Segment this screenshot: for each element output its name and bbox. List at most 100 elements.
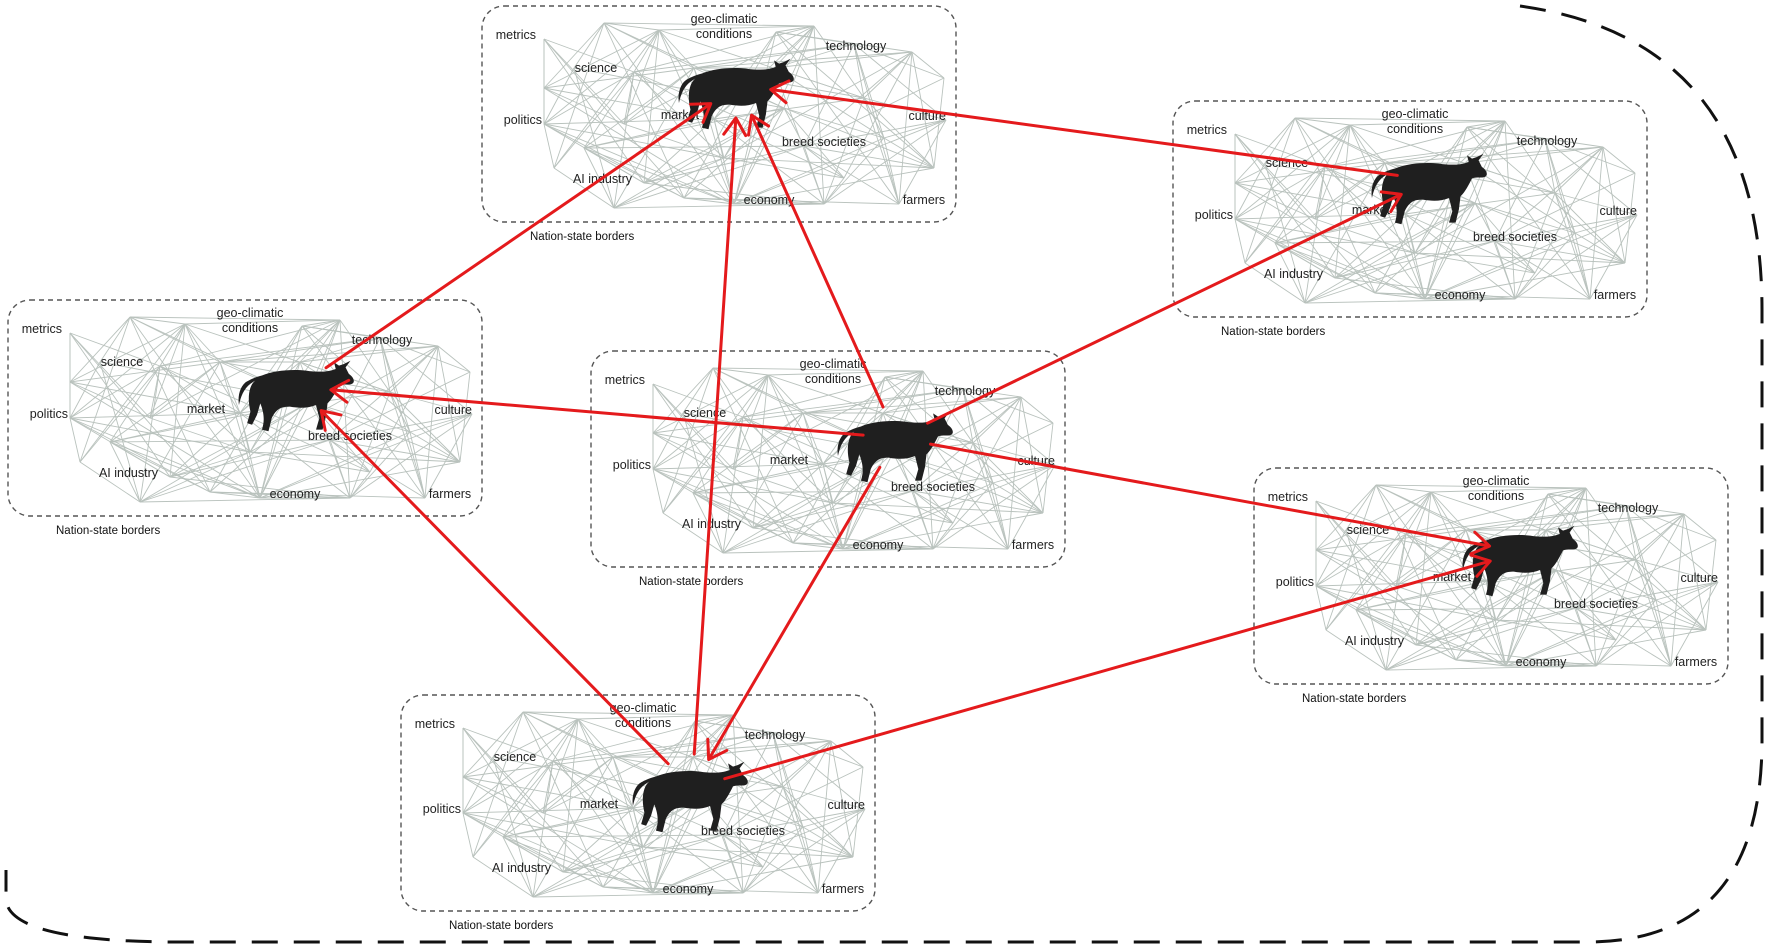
- term-breed: breed societies: [1473, 230, 1557, 244]
- web-link: [1554, 192, 1638, 216]
- web-link: [1007, 464, 1056, 550]
- arrow-icon: [928, 442, 1492, 556]
- web-link: [552, 760, 724, 836]
- web-link: [1574, 214, 1638, 234]
- web-link: [852, 766, 864, 858]
- web-link: [462, 727, 554, 762]
- web-link: [863, 97, 900, 205]
- web-link: [972, 442, 1056, 466]
- web-link: [853, 43, 885, 139]
- web-link: [932, 442, 974, 550]
- web-link: [642, 846, 854, 858]
- web-link: [972, 396, 1022, 444]
- web-link: [1234, 124, 1351, 184]
- bull-icon: [238, 360, 354, 432]
- web-link: [1683, 513, 1717, 541]
- web-link: [1349, 124, 1386, 164]
- web-link: [492, 711, 524, 758]
- web-link: [1374, 292, 1426, 300]
- nation-panel-top-center: metricsgeo-climaticconditionstechnologys…: [481, 5, 957, 243]
- web-link: [742, 416, 834, 504]
- web-link: [603, 22, 815, 27]
- web-link: [623, 123, 725, 159]
- web-link: [898, 119, 947, 205]
- nation-state-border: [1172, 100, 1648, 318]
- web-link: [99, 361, 141, 503]
- web-link: [462, 776, 544, 814]
- web-link: [992, 482, 1009, 550]
- web-link: [1494, 172, 1636, 242]
- web-link: [532, 796, 704, 898]
- outer-border: [4, 4, 1764, 944]
- web-link: [502, 836, 654, 894]
- web-link: [1544, 138, 1636, 174]
- web-link: [462, 756, 494, 814]
- web-link: [712, 367, 769, 376]
- web-link: [542, 718, 579, 814]
- web-link: [1465, 513, 1685, 531]
- term-technology: technology: [935, 384, 996, 398]
- web-link: [1547, 493, 1707, 631]
- web-link: [1244, 166, 1326, 264]
- web-link: [1505, 581, 1719, 667]
- web-link: [702, 796, 854, 858]
- web-link: [1234, 218, 1246, 264]
- web-link: [562, 807, 634, 873]
- web-link: [882, 396, 1022, 414]
- bull-silhouette: [837, 411, 953, 483]
- web-link: [459, 371, 471, 463]
- web-link: [752, 374, 769, 529]
- web-link: [643, 29, 660, 184]
- web-link: [883, 119, 947, 139]
- web-link: [1474, 202, 1576, 234]
- web-link: [603, 22, 735, 205]
- web-link: [1314, 124, 1351, 220]
- web-link: [562, 834, 724, 873]
- web-link: [643, 118, 715, 184]
- web-link: [613, 145, 805, 209]
- web-link: [772, 732, 864, 768]
- term-metrics: metrics: [605, 373, 645, 387]
- web-link: [69, 381, 151, 419]
- web-link: [169, 401, 311, 478]
- web-link: [912, 464, 1056, 492]
- web-link: [842, 482, 994, 550]
- web-link: [742, 826, 804, 894]
- web-link: [1385, 569, 1557, 671]
- web-link: [1615, 513, 1685, 641]
- web-link: [1514, 272, 1536, 300]
- term-geo1: geo-climatic: [691, 12, 758, 26]
- web-link: [159, 365, 331, 441]
- web-link: [882, 388, 964, 414]
- web-link: [522, 711, 654, 894]
- web-link: [219, 337, 381, 363]
- web-link: [692, 492, 844, 550]
- web-link: [602, 796, 704, 888]
- web-link: [259, 325, 303, 499]
- flow-arrows: [319, 79, 1492, 781]
- web-link: [803, 145, 845, 179]
- web-link: [1624, 172, 1636, 264]
- web-link: [1415, 619, 1497, 646]
- web-link: [1655, 581, 1719, 601]
- web-link: [1325, 629, 1387, 671]
- arrow-icon: [706, 465, 882, 762]
- web-link: [652, 432, 734, 470]
- web-link: [752, 490, 914, 529]
- web-link: [1655, 599, 1707, 631]
- term-metrics: metrics: [22, 322, 62, 336]
- web-link: [1234, 162, 1386, 184]
- web-link: [139, 451, 251, 503]
- web-link: [933, 77, 945, 169]
- web-link: [339, 319, 391, 393]
- web-link: [1635, 559, 1657, 601]
- web-link: [692, 756, 804, 828]
- bull-silhouette: [238, 360, 354, 432]
- term-culture: culture: [1680, 571, 1718, 585]
- web-link: [884, 376, 1044, 514]
- web-link: [69, 365, 161, 419]
- web-link: [733, 25, 815, 205]
- web-link: [329, 371, 471, 441]
- web-link: [259, 319, 341, 499]
- web-link: [462, 718, 579, 814]
